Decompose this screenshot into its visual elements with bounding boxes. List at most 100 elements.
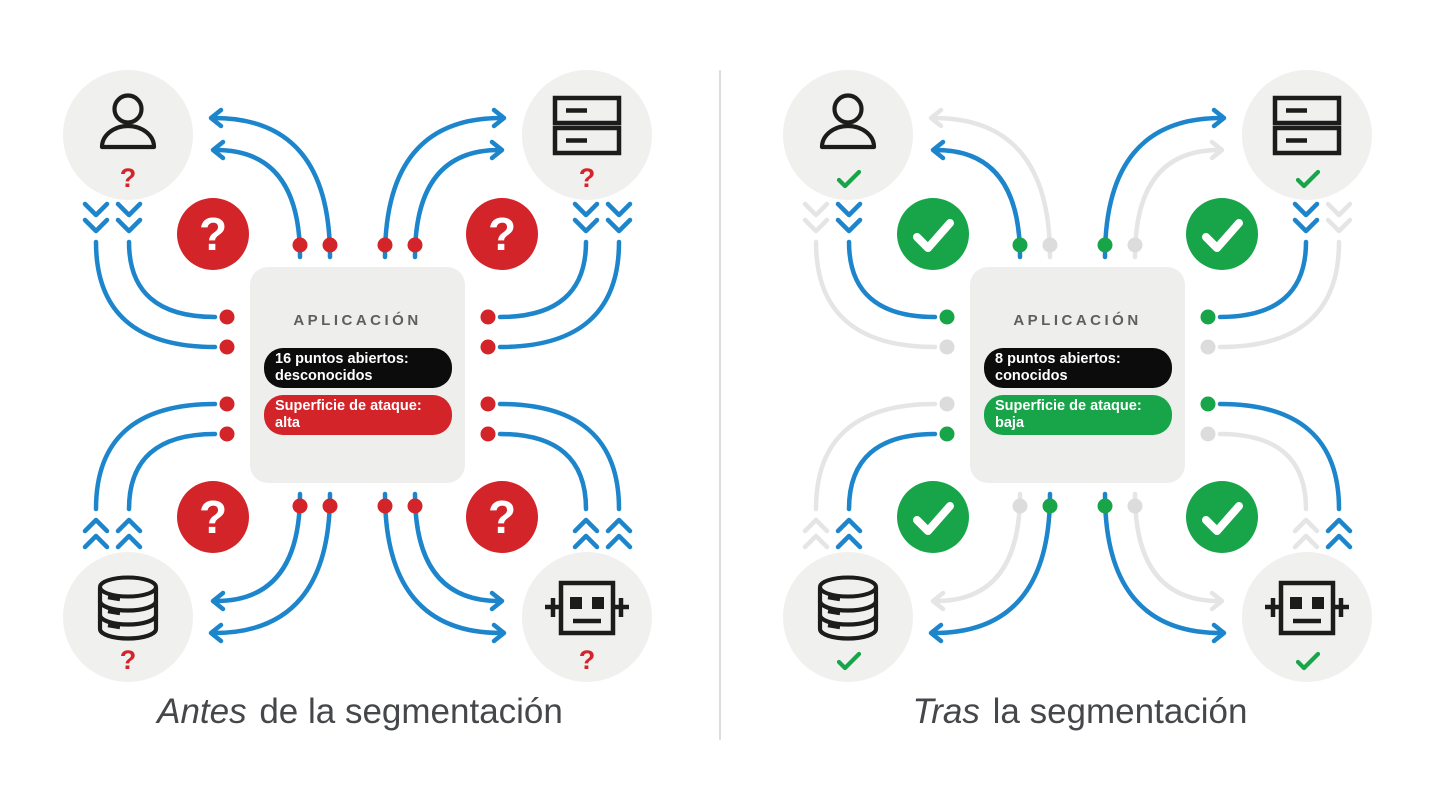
check-hub-badge (897, 198, 969, 270)
endpoint-dot (1200, 309, 1216, 325)
question-mark-icon: ? (488, 208, 516, 260)
caption-after: Tras la segmentación (720, 692, 1440, 732)
open-points-line2: conocidos (995, 368, 1068, 384)
endpoint-dot (1042, 237, 1058, 253)
attack-surface-badge: Superficie de ataque: baja (984, 395, 1172, 435)
node-circle (783, 70, 913, 200)
network-diagram-after (783, 70, 1372, 682)
traffic-arc (126, 431, 218, 512)
traffic-arc (497, 401, 622, 512)
endpoint-dot (1127, 498, 1143, 514)
double-chevron-icon (572, 517, 600, 550)
endpoint-dot (480, 339, 496, 355)
open-points-line1: 8 puntos abiertos: (995, 351, 1121, 367)
panel-after-segmentation: APLICACIÓN 8 puntos abiertos: conocidos … (720, 0, 1440, 810)
traffic-arc (210, 491, 303, 612)
caption-before: Antes de la segmentación (0, 692, 720, 732)
question-mark-icon: ? (488, 491, 516, 543)
user-icon (99, 93, 157, 150)
traffic-arc (1217, 401, 1342, 512)
endpoint-dot (219, 339, 235, 355)
node-circle (63, 70, 193, 200)
double-chevron-icon (605, 201, 633, 234)
double-chevron-icon (82, 517, 110, 550)
node-circle (522, 552, 652, 682)
traffic-arc (930, 139, 1023, 260)
traffic-arc (93, 239, 218, 350)
double-chevron-icon (572, 201, 600, 234)
traffic-arc (1132, 491, 1225, 612)
open-points-badge: 8 puntos abiertos: conocidos (984, 348, 1172, 388)
caption-after-italic: Tras (912, 692, 980, 731)
check-mark-icon (913, 219, 954, 252)
robot-icon (545, 580, 629, 636)
endpoint-dot (219, 426, 235, 442)
traffic-arc (1102, 107, 1227, 260)
check-mark-icon (1202, 219, 1243, 252)
open-points-line1: 16 puntos abiertos: (275, 351, 409, 367)
check-hub-badge (1186, 481, 1258, 553)
question-hub-badge: ? (177, 481, 249, 553)
question-hub-badge: ? (466, 481, 538, 553)
double-chevron-icon (605, 517, 633, 550)
endpoint-dot (219, 396, 235, 412)
node-circle (63, 552, 193, 682)
endpoint-dot (292, 498, 308, 514)
endpoint-dot (1200, 426, 1216, 442)
node-check-icon (836, 169, 862, 189)
endpoint-node-user: ? (63, 70, 193, 200)
quadrant-arcs-tl (82, 107, 338, 355)
application-title: APLICACIÓN (1013, 312, 1142, 329)
robot-icon (1265, 580, 1349, 636)
endpoint-node-database (783, 552, 913, 682)
caption-after-rest: la segmentación (982, 692, 1248, 731)
question-mark-icon: ? (199, 208, 227, 260)
endpoint-dot (1097, 498, 1113, 514)
user-icon (819, 93, 877, 150)
traffic-arc (208, 107, 333, 260)
endpoint-dot (1127, 237, 1143, 253)
traffic-arc (497, 239, 622, 350)
endpoint-dot (939, 396, 955, 412)
endpoint-node-server: ? (522, 70, 652, 200)
endpoint-dot (1200, 339, 1216, 355)
endpoint-dot (480, 309, 496, 325)
question-hub-badge: ? (466, 198, 538, 270)
node-circle (1242, 552, 1372, 682)
traffic-arc (1217, 431, 1309, 512)
traffic-arc (382, 107, 507, 260)
endpoint-dot (939, 426, 955, 442)
endpoint-dot (377, 498, 393, 514)
traffic-arc (93, 401, 218, 512)
traffic-arc (928, 107, 1053, 260)
double-chevron-icon (802, 517, 830, 550)
endpoint-node-user (783, 70, 913, 200)
endpoint-dot (939, 339, 955, 355)
endpoint-dot (407, 237, 423, 253)
question-mark-icon: ? (199, 491, 227, 543)
endpoint-dot (1042, 498, 1058, 514)
traffic-arc (1132, 139, 1225, 260)
endpoint-dot (939, 309, 955, 325)
check-mark-icon (913, 502, 954, 535)
attack-surface-line2: baja (995, 415, 1025, 431)
quadrant-arcs-tr (377, 107, 633, 355)
endpoint-node-server (1242, 70, 1372, 200)
endpoint-dot (1097, 237, 1113, 253)
attack-surface-badge: Superficie de ataque: alta (264, 395, 452, 435)
double-chevron-icon (1325, 201, 1353, 234)
endpoint-dot (219, 309, 235, 325)
traffic-arc (412, 139, 505, 260)
node-question-icon: ? (120, 645, 137, 675)
traffic-arc (813, 239, 938, 350)
question-hub-badge: ? (177, 198, 249, 270)
application-box: APLICACIÓN 16 puntos abiertos: desconoci… (250, 267, 465, 483)
node-circle (783, 552, 913, 682)
quadrant-arcs-bl (82, 396, 338, 644)
endpoint-dot (377, 237, 393, 253)
double-chevron-icon (802, 201, 830, 234)
check-hub-badge (897, 481, 969, 553)
node-check-icon (836, 651, 862, 671)
node-question-icon: ? (120, 163, 137, 193)
